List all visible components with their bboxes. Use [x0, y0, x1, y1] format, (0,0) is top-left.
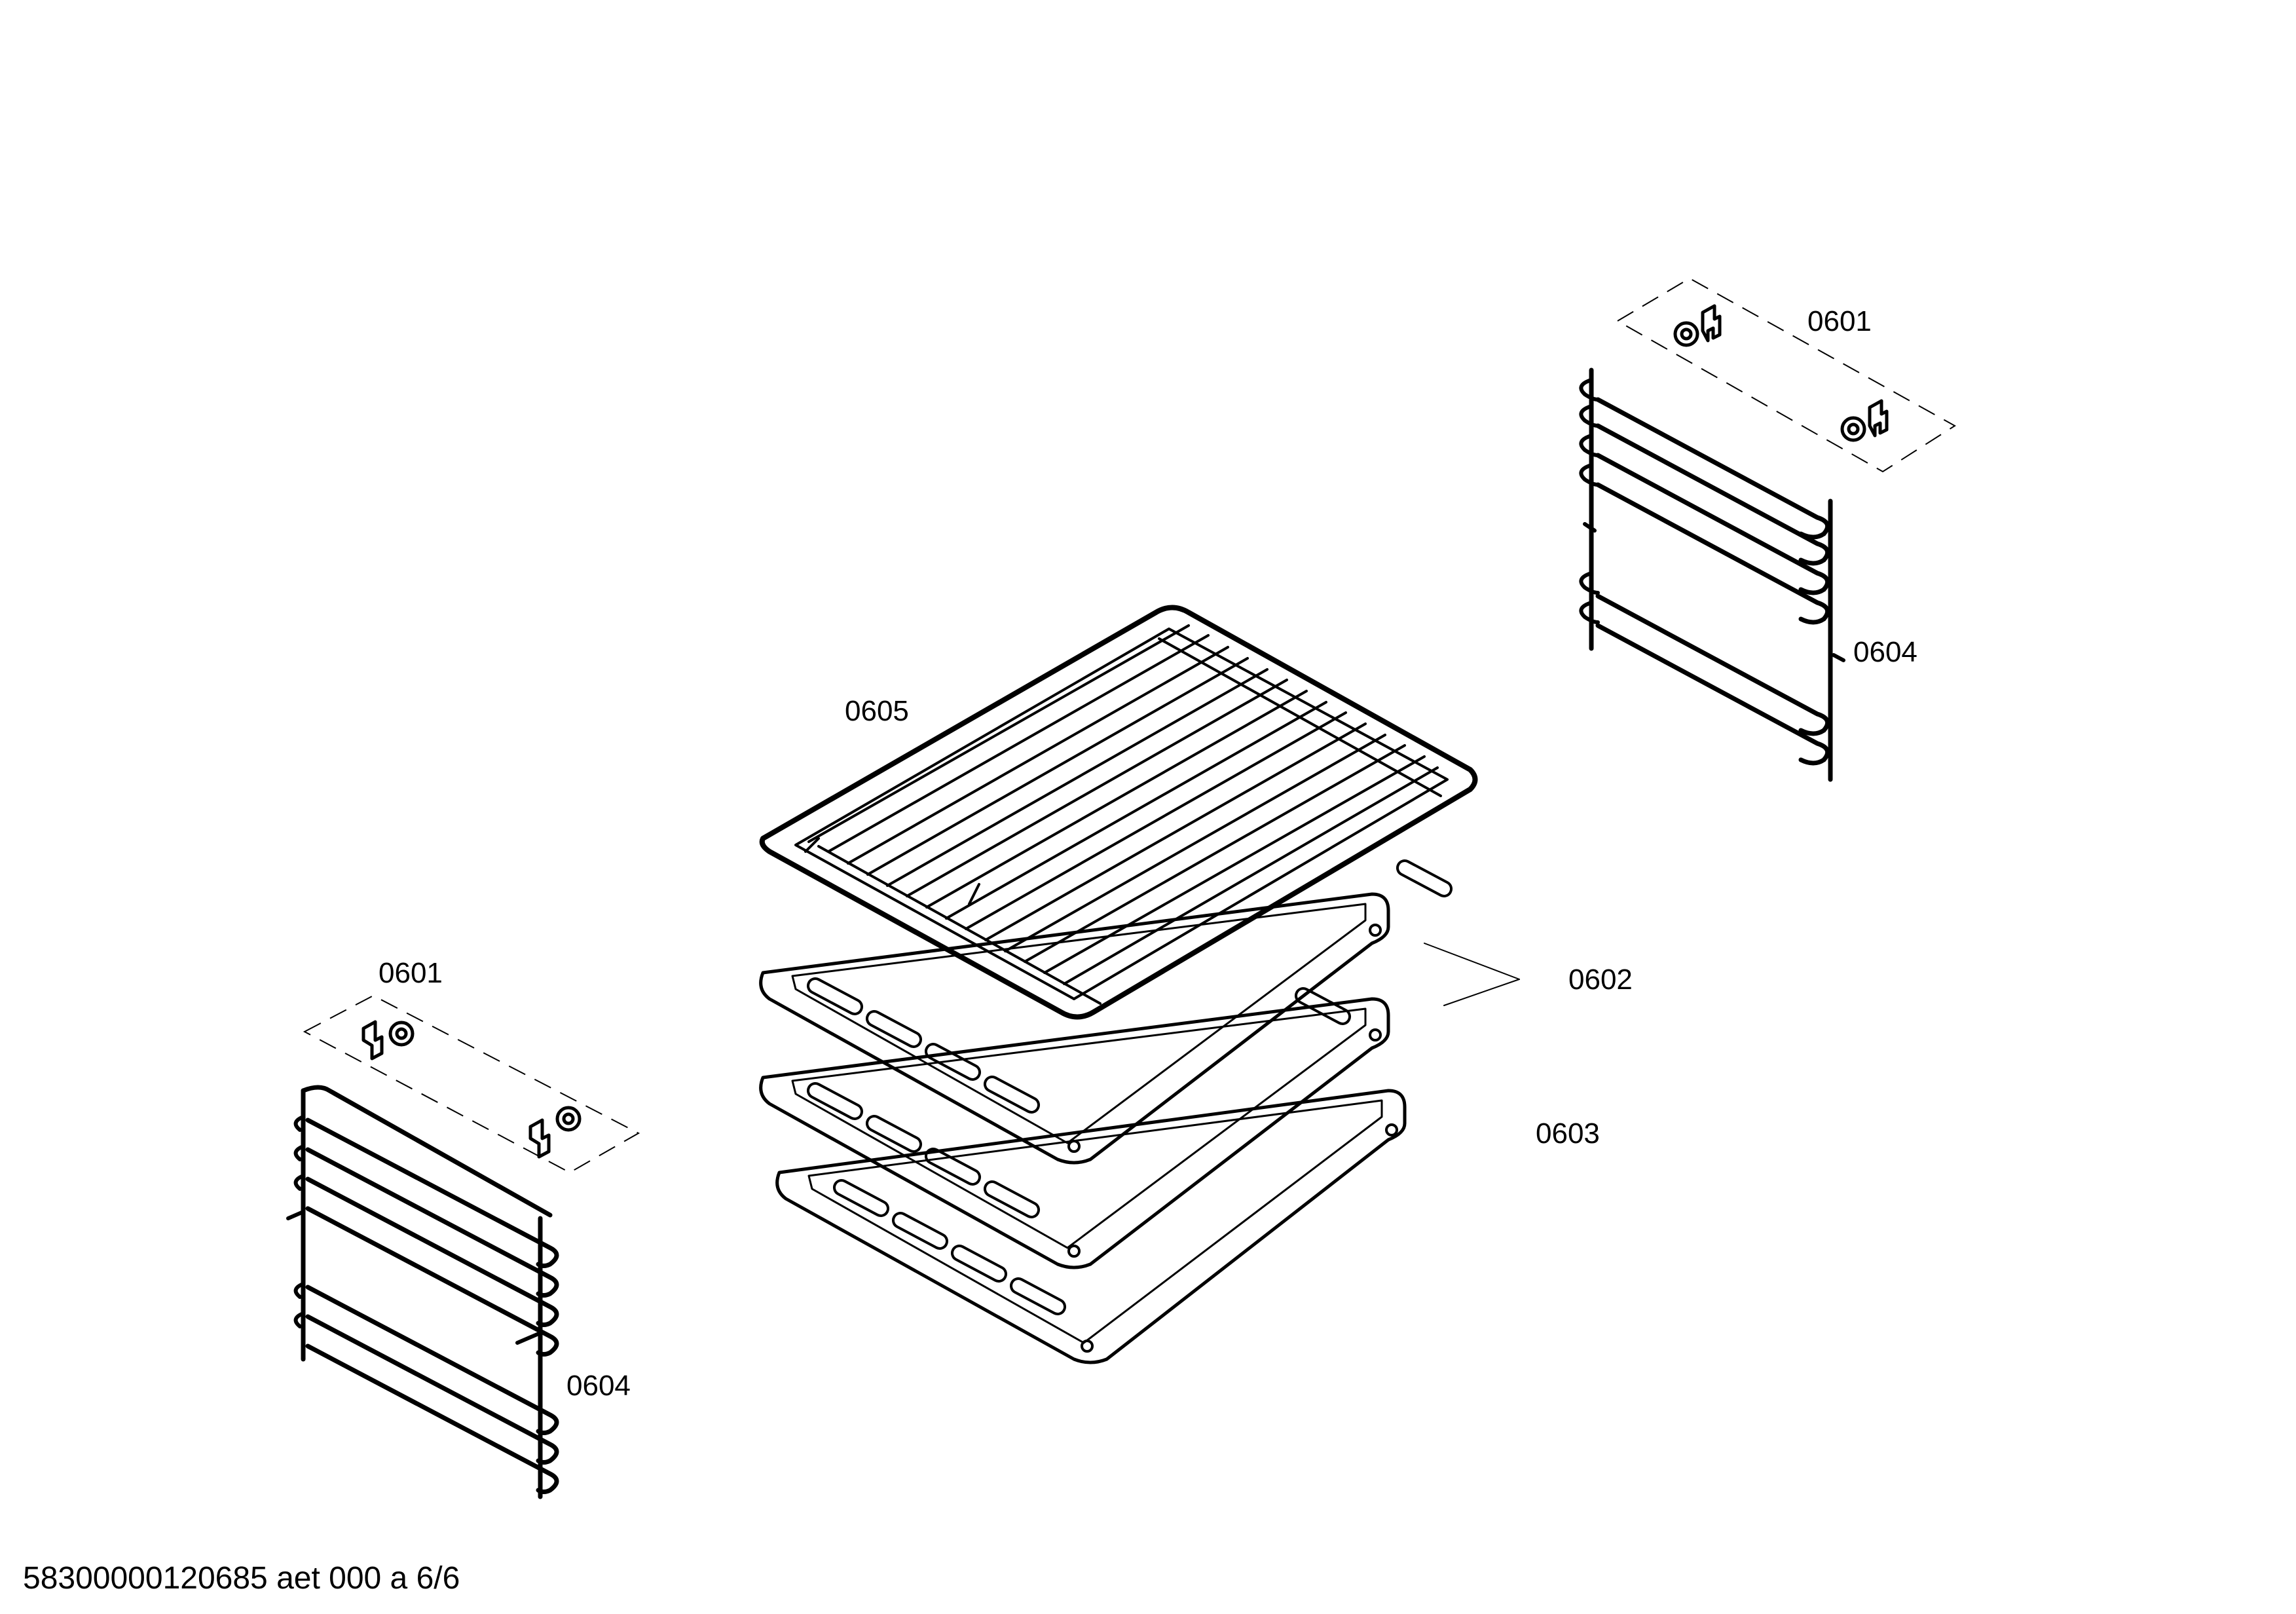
grid-wires [804, 624, 1442, 1005]
clip-icon [528, 1106, 582, 1159]
side-rail-left: 0604 [286, 1085, 631, 1499]
wire-grid-shelf: 0605 [759, 605, 1478, 1020]
clip-icon [361, 1020, 415, 1060]
label-0601-left: 0601 [379, 957, 443, 989]
drawing-reference: 58300000120685 aet 000 a 6/6 [23, 1561, 460, 1596]
side-rail-right: 0604 [1579, 367, 1917, 782]
clip-set-top-right: 0601 [1616, 277, 1956, 473]
baking-tray-upper [759, 859, 1453, 1165]
rail-rungs [301, 1085, 559, 1494]
rail-rungs [1595, 397, 1830, 766]
label-0604-left: 0604 [566, 1370, 631, 1402]
clip-set-left: 0601 [303, 957, 640, 1174]
clip-set-outline-top-right [1616, 277, 1956, 473]
leader-lines-0602 [1424, 943, 1520, 1006]
clip-set-outline-left [303, 994, 640, 1174]
clip-icon [1840, 399, 1889, 442]
label-0601-top-right: 0601 [1807, 305, 1872, 337]
baking-tray-middle [759, 987, 1390, 1269]
label-0605: 0605 [845, 695, 909, 727]
label-0604-right: 0604 [1853, 636, 1917, 668]
clip-icon [1673, 304, 1722, 347]
label-0602: 0602 [1568, 964, 1633, 996]
label-0603: 0603 [1536, 1117, 1600, 1150]
